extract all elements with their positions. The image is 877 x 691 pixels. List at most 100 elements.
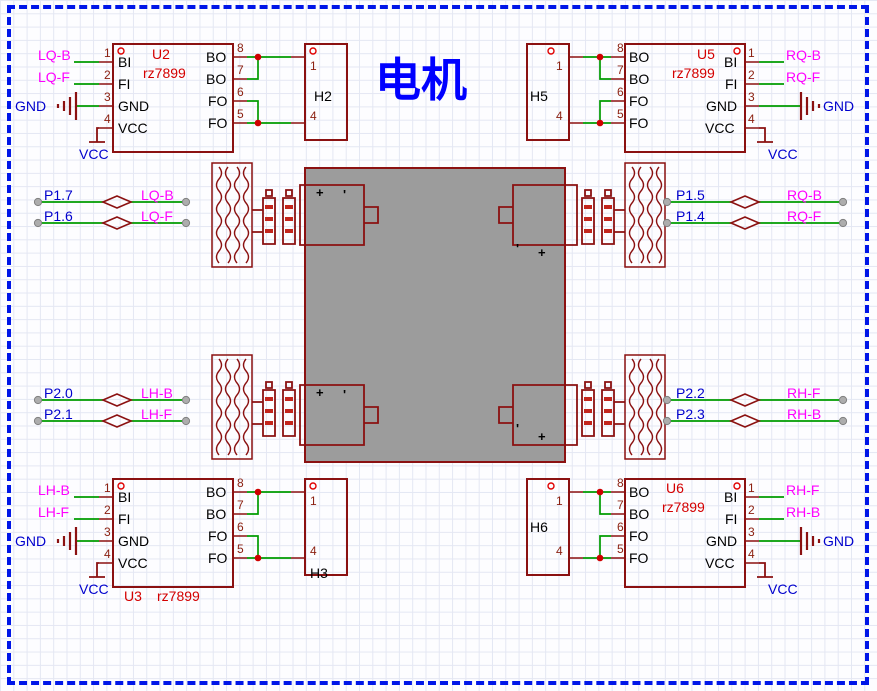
designator-marker-icon [117,482,125,490]
u2-pin-name: BI [118,54,132,70]
motor-cable-bottom-left[interactable] [211,354,253,460]
gnd-label: GND [15,533,47,549]
motor-top-right[interactable] [498,184,625,246]
h2-label: H2 [314,88,332,104]
motor-terminal-pins [584,397,612,425]
u2-pin-number: 2 [104,68,111,82]
vcc-symbol-top-left[interactable] [89,127,105,143]
wire-u5-nets[interactable] [759,61,801,107]
header-h6[interactable] [526,478,583,576]
vcc-symbol-bottom-right[interactable] [757,562,773,578]
ic-body [624,43,746,153]
u2-pin-name: VCC [118,120,148,136]
u6-value: rz7899 [662,499,705,515]
cable-box [211,354,253,460]
h6-pin-number: 4 [556,544,563,558]
pad [662,218,672,228]
u5-pin-name: BO [629,71,650,87]
u5-pin-number: 2 [748,68,755,82]
motor-cable-top-left[interactable] [211,162,253,268]
h5-pin-number: 4 [556,109,563,123]
u3-pin-number: 4 [104,547,111,561]
motor-bottom-right[interactable] [498,381,625,446]
u5-pin-name: BI [724,54,738,70]
net-label-lq-b: LQ-B [38,47,71,63]
port-p1-7: P1.7 [44,187,73,203]
pad [181,218,191,228]
net-label: RH-F [787,385,821,401]
u5-pin-name: FO [629,93,649,109]
wire-u3-nets[interactable] [74,496,99,542]
net-label: LH-F [141,406,173,422]
net-tie[interactable] [728,216,762,230]
gnd-symbol-bottom-left[interactable] [56,527,78,555]
wire-ports-right[interactable] [671,201,839,422]
port-p2-2: P2.2 [676,385,705,401]
wire-u2-nets[interactable] [74,61,99,107]
wire-u3-h3[interactable] [247,491,291,559]
motor-cable-top-right[interactable] [624,162,666,268]
sheet-title: 电机 [375,54,467,106]
wire-u5-h5[interactable] [583,56,611,124]
header-h5[interactable] [526,43,583,141]
net-ties[interactable] [100,195,762,428]
ic-pin-stubs [611,56,759,129]
cable-wavy-lines [215,166,250,264]
gnd-symbol-bottom-right[interactable] [799,527,821,555]
gnd-symbol-top-right[interactable] [799,92,821,120]
motor-bottom-left[interactable] [252,381,379,446]
net-tie[interactable] [728,393,762,407]
motor-polarity-mark: ' [343,387,347,402]
power-symbols[interactable] [56,92,821,578]
chassis-block[interactable] [304,167,566,463]
motor-top-left[interactable] [252,184,379,246]
net-tie[interactable] [100,216,134,230]
u5-pin-number: 1 [748,46,755,60]
ic-u2[interactable] [99,43,247,153]
vcc-symbol-top-right[interactable] [757,127,773,143]
wire-u6-nets[interactable] [759,496,801,542]
motor-outline [252,381,379,446]
net-tie[interactable] [728,414,762,428]
port-p1-4: P1.4 [676,208,705,224]
net-tie[interactable] [728,195,762,209]
u3-pin-number: 2 [104,503,111,517]
net-tie[interactable] [100,195,134,209]
ic-u3[interactable] [99,478,247,588]
net-label: LH-B [141,385,173,401]
u3-pin-name: GND [118,533,150,549]
pad [181,197,191,207]
pad [33,395,43,405]
net-tie[interactable] [100,393,134,407]
u6-pin-name: BO [629,484,650,500]
header-h3[interactable] [291,478,348,576]
vcc-symbol-bottom-left[interactable] [89,562,105,578]
motor-cable-bottom-right[interactable] [624,354,666,460]
wire-u2-h2[interactable] [247,56,291,124]
junction-dot [254,119,262,127]
ic-u6[interactable] [611,478,759,588]
ic-u5[interactable] [611,43,759,153]
net-tie[interactable] [100,414,134,428]
motor-terminal-pins [265,397,293,425]
gnd-symbol-top-left[interactable] [56,92,78,120]
h2-pin-number: 1 [310,59,317,73]
net-label-rh-b: RH-B [786,504,821,520]
header-pin-stubs [569,56,583,124]
cable-wavy-lines [628,166,663,264]
wire-u6-h6[interactable] [583,491,611,559]
motor-outline [498,184,625,246]
pad [33,197,43,207]
u3-pin-number: 3 [104,525,111,539]
u5-pin-number: 4 [748,112,755,126]
junction-dot [254,488,262,496]
header-h2[interactable] [291,43,348,141]
port-p2-3: P2.3 [676,406,705,422]
h2-pin-number: 4 [310,109,317,123]
ic-body [112,43,234,153]
h3-pin-number: 4 [310,544,317,558]
u2-pin-number: 5 [237,107,244,121]
wire-ports-left[interactable] [42,201,182,422]
motor-terminal-pins [584,205,612,233]
